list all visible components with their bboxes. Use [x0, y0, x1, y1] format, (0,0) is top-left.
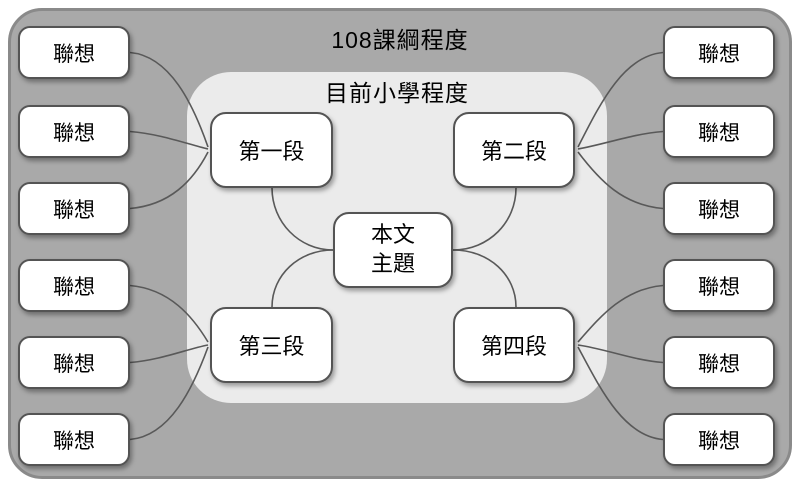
connector-assoc-lt1: [129, 51, 209, 148]
node-section-4[interactable]: 第四段: [453, 307, 575, 383]
connector-assoc-rt1: [577, 51, 664, 148]
connector-section4-center: [452, 249, 517, 308]
node-section-2[interactable]: 第二段: [453, 112, 575, 188]
connector-section3-center: [271, 249, 334, 308]
connector-section1-center: [271, 187, 334, 251]
connector-assoc-lb2: [129, 344, 209, 364]
node-association-right-bottom-3[interactable]: 聯想: [663, 413, 775, 466]
node-section-1[interactable]: 第一段: [210, 112, 333, 188]
node-association-left-top-2[interactable]: 聯想: [18, 105, 130, 158]
connector-assoc-lb3: [129, 346, 209, 441]
node-section-3[interactable]: 第三段: [210, 307, 333, 383]
connector-assoc-rb3: [577, 346, 664, 441]
node-association-right-top-2[interactable]: 聯想: [663, 105, 775, 158]
node-association-left-bottom-3[interactable]: 聯想: [18, 413, 130, 466]
node-association-left-bottom-2[interactable]: 聯想: [18, 336, 130, 389]
node-association-left-bottom-1[interactable]: 聯想: [18, 259, 130, 312]
connector-assoc-rb1: [577, 284, 664, 343]
connector-assoc-rt2: [577, 130, 664, 150]
inner-group-title: 目前小學程度: [325, 80, 469, 106]
connector-assoc-lt2: [129, 130, 209, 150]
node-association-right-top-3[interactable]: 聯想: [663, 182, 775, 235]
connector-section2-center: [452, 187, 517, 251]
connector-assoc-rb2: [577, 344, 664, 364]
connector-assoc-lt3: [129, 151, 209, 210]
node-center-topic[interactable]: 本文 主題: [333, 212, 453, 288]
connector-assoc-rt3: [577, 151, 664, 210]
outer-group-title: 108課綱程度: [331, 27, 469, 53]
node-association-left-top-3[interactable]: 聯想: [18, 182, 130, 235]
connector-assoc-lb1: [129, 284, 209, 343]
node-association-right-top-1[interactable]: 聯想: [663, 26, 775, 79]
node-association-left-top-1[interactable]: 聯想: [18, 26, 130, 79]
node-association-right-bottom-1[interactable]: 聯想: [663, 259, 775, 312]
node-association-right-bottom-2[interactable]: 聯想: [663, 336, 775, 389]
